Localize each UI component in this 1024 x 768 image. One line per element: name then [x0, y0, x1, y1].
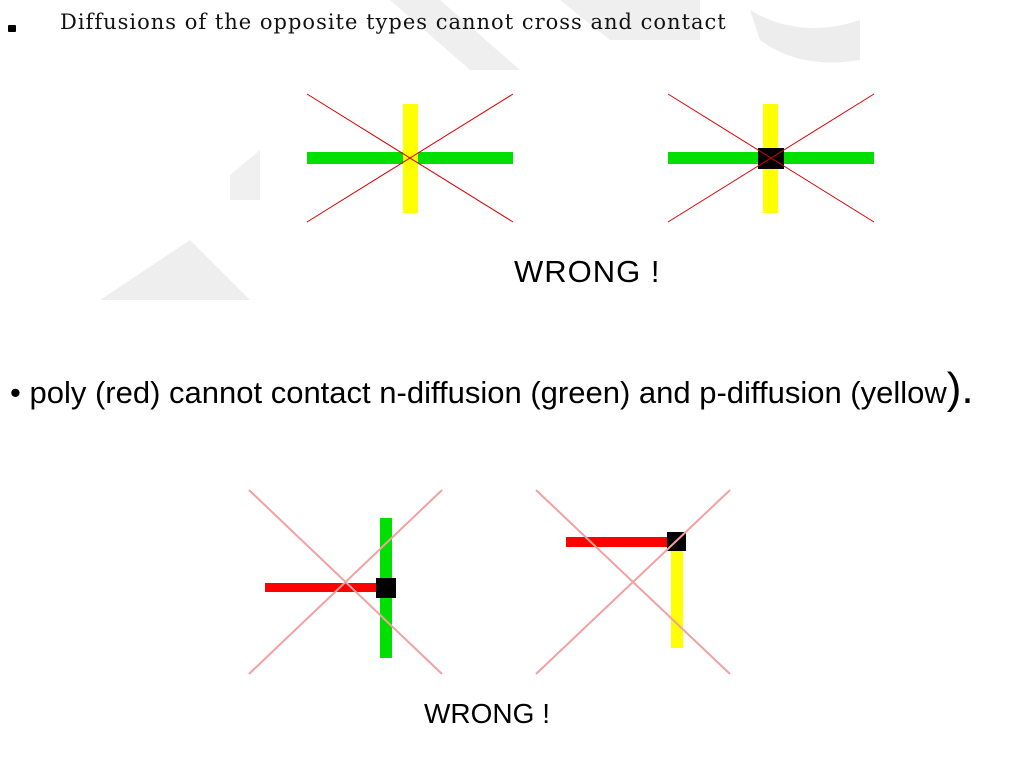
- wrong-label-top: WRONG !: [514, 254, 661, 289]
- cross-mark-line: [306, 93, 514, 223]
- bullet-marker: [8, 25, 16, 32]
- diagram-poly-p-diffusion: [535, 489, 731, 675]
- diagram-poly-n-diffusion: [248, 489, 443, 675]
- diagram-left-crossing: [306, 93, 514, 223]
- poly-bar: [566, 537, 678, 547]
- contact-square: [376, 578, 396, 598]
- bullet-poly-text: • poly (red) cannot contact n-diffusion …: [10, 375, 947, 410]
- heading-diffusion-rule: Diffusions of the opposite types cannot …: [60, 10, 727, 34]
- cross-mark-line: [248, 489, 443, 675]
- diagram-right-contact: [667, 93, 875, 223]
- bullet-poly-close: ).: [946, 364, 974, 413]
- cross-mark-line: [535, 489, 731, 675]
- cross-mark-line: [667, 93, 875, 223]
- wrong-label-bottom: WRONG !: [424, 698, 550, 729]
- bullet-poly-rule: • poly (red) cannot contact n-diffusion …: [10, 358, 1000, 424]
- poly-bar: [265, 583, 385, 592]
- p-diffusion-bar: [671, 542, 683, 648]
